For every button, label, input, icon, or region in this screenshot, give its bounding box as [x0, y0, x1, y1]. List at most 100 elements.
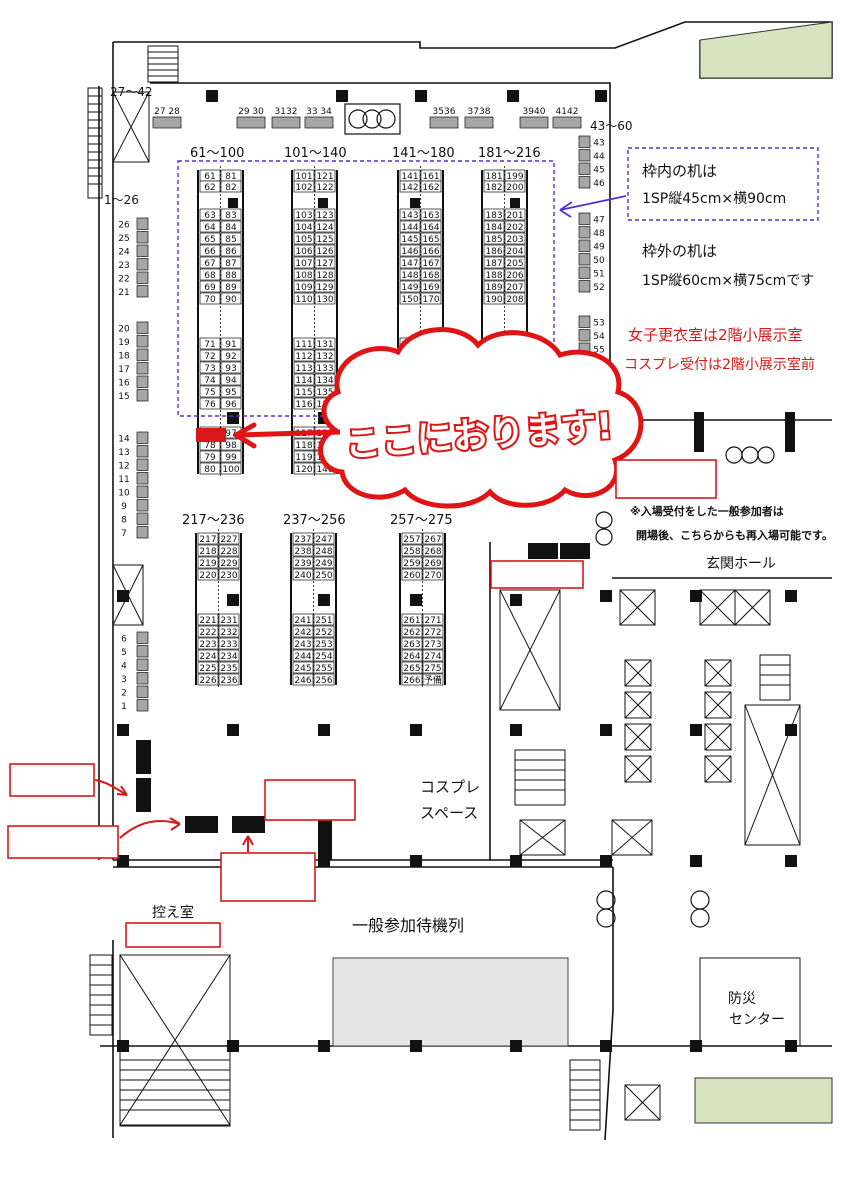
space-number: 87 [225, 259, 236, 269]
right-wall-number: 48 [593, 229, 605, 239]
top-wall-table [152, 116, 182, 129]
island-101-140-table-a [293, 244, 315, 257]
island-237-256-table-a [292, 649, 314, 662]
space-number: 69 [204, 283, 216, 293]
space-number: 235 [220, 664, 237, 674]
island-217-236-table-a [197, 637, 219, 650]
island-217-236-table-b [218, 673, 240, 686]
island-237-256-table-a [292, 637, 314, 650]
island-61-100-table-b [220, 349, 242, 362]
space-number: 105 [295, 235, 312, 245]
range-237-256: 237〜256 [283, 513, 346, 528]
island-257-275-table-b [422, 625, 444, 638]
space-number: 61 [204, 172, 215, 182]
left-wall-table [136, 389, 149, 402]
space-number: 242 [294, 628, 311, 638]
island-257-275-table-b [422, 532, 444, 545]
island-101-140-table-a [293, 232, 315, 245]
island-141-180-table-b [420, 220, 442, 233]
inner-desk-note-box [627, 147, 819, 221]
left-wall-table [136, 658, 149, 671]
space-number: 252 [315, 628, 332, 638]
island-101-140-table-b [314, 180, 336, 193]
space-number: 84 [225, 223, 237, 233]
island-217-236-table-b [218, 556, 240, 569]
space-number: 76 [204, 400, 216, 410]
space-number: 90 [225, 295, 237, 305]
left-wall-table [136, 672, 149, 685]
space-number: 268 [424, 547, 441, 557]
space-number: 146 [401, 247, 418, 257]
island-257-275-table-b [422, 613, 444, 626]
space-number: 183 [485, 211, 502, 221]
top-wall-number: 33 34 [306, 107, 332, 117]
right-wall-table [578, 329, 591, 342]
outer-desk-note-line2: 1SP縦60cm×横75cmです [642, 273, 814, 289]
island-217-236-table-a [197, 625, 219, 638]
island-61-100-table-a [199, 232, 221, 245]
cosplay-space-line1: コスプレ [420, 778, 480, 796]
island-141-180-table-b [420, 280, 442, 293]
reentry-note-line1: ※入場受付をした一般参加者は [630, 504, 784, 518]
space-number: 131 [316, 340, 333, 350]
island-61-100-table-b [220, 397, 242, 410]
left-wall-table [136, 458, 149, 471]
island-257-275-table-b [422, 673, 444, 686]
space-number: 73 [204, 364, 215, 374]
left-wall-table [136, 699, 149, 712]
island-101-140-table-a [293, 268, 315, 281]
space-number: 186 [485, 247, 502, 257]
island-61-100-table-b [220, 438, 242, 451]
space-number: 118 [295, 441, 312, 451]
island-237-256-table-a [292, 556, 314, 569]
island-61-100-table-b [220, 232, 242, 245]
island-237-256-table-b [313, 661, 335, 674]
space-number: 93 [225, 364, 236, 374]
space-number: 116 [295, 400, 312, 410]
space-number: 221 [199, 616, 216, 626]
left-wall-number: 9 [121, 502, 127, 512]
right-wall-table [578, 176, 591, 189]
top-wall-number: 3132 [275, 107, 298, 117]
space-number: 125 [316, 235, 333, 245]
space-number: 168 [422, 271, 439, 281]
space-number: 225 [199, 664, 216, 674]
left-wall-table [136, 217, 149, 230]
island-101-140-table-a [293, 462, 315, 475]
island-101-140-table-a [293, 361, 315, 374]
top-wall-number: 3738 [468, 107, 491, 117]
left-wall-number: 24 [118, 248, 130, 258]
island-101-140-table-b [314, 244, 336, 257]
space-number: 273 [424, 640, 441, 650]
space-number: 145 [401, 235, 418, 245]
left-wall-number: 2 [121, 689, 127, 699]
space-number: 83 [225, 211, 236, 221]
top-wall-table [464, 116, 494, 129]
island-101-140-table-b [314, 220, 336, 233]
space-number: 239 [294, 559, 311, 569]
waiting-room-label: 控え室 [152, 904, 194, 921]
island-101-140-table-a [293, 385, 315, 398]
island-61-100-table-a [199, 256, 221, 269]
left-wall-table [136, 271, 149, 284]
space-number: 86 [225, 247, 237, 257]
range-43-60: 43〜60 [590, 119, 633, 133]
right-wall-number: 54 [593, 332, 605, 342]
left-wall-number: 1 [121, 702, 127, 712]
space-number: 238 [294, 547, 311, 557]
space-number: 164 [422, 223, 439, 233]
space-number: 241 [294, 616, 311, 626]
island-257-275-table-a [401, 637, 423, 650]
island-61-100-table-a [199, 373, 221, 386]
island-141-180-table-b [420, 232, 442, 245]
space-number: 82 [225, 183, 236, 193]
space-number: 106 [295, 247, 312, 257]
space-number: 102 [295, 183, 312, 193]
pointer-arrow [235, 429, 341, 438]
right-wall-table [578, 162, 591, 175]
island-217-236-table-a [197, 661, 219, 674]
left-wall-table [136, 285, 149, 298]
top-wall-table [429, 116, 459, 129]
left-wall-number: 25 [118, 234, 129, 244]
